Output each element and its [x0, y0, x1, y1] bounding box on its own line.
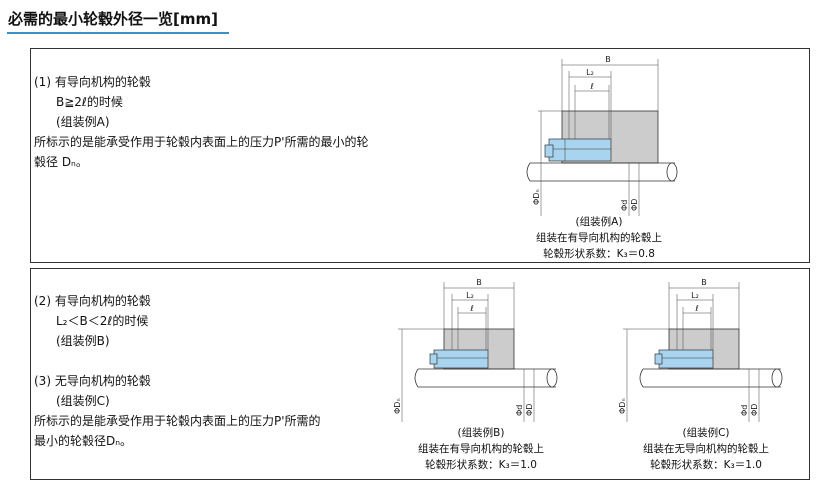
assembly-a-diagram: B L₂ ℓ ΦDₙ Φd ΦD	[526, 55, 678, 216]
b-label: B	[605, 55, 611, 64]
panel-a-heading: (1) 有导向机构的轮毂	[34, 75, 151, 89]
D-label: ΦD	[630, 199, 639, 211]
D-label: ΦD	[750, 404, 759, 416]
caption-a-line3: 轮毂形状系数：K₃＝0.8	[543, 248, 655, 260]
assembly-b-diagram: B L₂ ℓ ΦDₙ Φd ΦD	[393, 278, 558, 422]
shaft-break-left	[414, 368, 419, 388]
caption-b-title: (组装例B)	[457, 427, 505, 439]
panel-bc-heading2: (2) 有导向机构的轮毂	[34, 294, 151, 308]
l-label: ℓ	[589, 82, 593, 91]
caption-b-line2: 组装在有导向机构的轮毂上	[418, 443, 544, 455]
assembly-c-caption: (组装例C) 组装在无导向机构的轮毂上 轮毂形状系数：K₃＝1.0	[621, 425, 791, 473]
panel-assembly-a: (1) 有导向机构的轮毂 B≧2ℓ的时候 (组装例A) 所标示的是能承受作用于轮…	[30, 48, 810, 263]
d-label: Φd	[740, 405, 749, 416]
caption-b-line3: 轮毂形状系数：K₃＝1.0	[425, 459, 537, 471]
l2-label: L₂	[466, 291, 474, 300]
l-label: ℓ	[469, 304, 473, 313]
b-label: B	[701, 278, 707, 287]
panel-bc-condition2: L₂＜B＜2ℓ的时候	[56, 314, 149, 328]
panel-bc-example2: (组装例B)	[56, 334, 110, 348]
d-label: Φd	[620, 200, 629, 211]
title-underline	[7, 32, 229, 34]
l2-label: L₂	[691, 291, 699, 300]
panel-bc-text: (2) 有导向机构的轮毂 L₂＜B＜2ℓ的时候 (组装例B) (3) 无导向机构…	[34, 291, 321, 451]
caption-a-title: (组装例A)	[575, 216, 623, 228]
shaft-break-left	[526, 162, 531, 182]
shaft-end	[546, 368, 558, 388]
panel-bc-example3: (组装例C)	[56, 394, 110, 408]
panel-a-desc-line2: 毂径 Dₙ。	[34, 155, 88, 169]
shaft-break-left	[639, 368, 644, 388]
b-label: B	[476, 278, 482, 287]
l-label: ℓ	[694, 304, 698, 313]
caption-c-title: (组装例C)	[682, 427, 730, 439]
dn-label: ΦDₙ	[393, 398, 402, 414]
shaft-end	[771, 368, 783, 388]
assembly-a-caption: (组装例A) 组装在有导向机构的轮毂上 轮毂形状系数：K₃＝0.8	[509, 214, 689, 262]
caption-a-line2: 组装在有导向机构的轮毂上	[536, 232, 662, 244]
panel-a-condition: B≧2ℓ的时候	[56, 95, 123, 109]
page-title: 必需的最小轮毂外径一览[mm]	[8, 10, 218, 28]
locking-element	[433, 349, 489, 369]
locking-element	[548, 138, 612, 162]
locking-bolt-head	[544, 144, 554, 158]
D-label: ΦD	[525, 404, 534, 416]
spacer	[34, 351, 321, 371]
caption-c-line3: 轮毂形状系数：K₃＝1.0	[650, 459, 762, 471]
shaft-end	[666, 162, 678, 182]
locking-bolt-head	[429, 353, 438, 365]
caption-c-line2: 组装在无导向机构的轮毂上	[643, 443, 769, 455]
assembly-b-caption: (组装例B) 组装在有导向机构的轮毂上 轮毂形状系数：K₃＝1.0	[396, 425, 566, 473]
d-label: Φd	[515, 405, 524, 416]
locking-bolt-head	[654, 353, 663, 365]
locking-element	[658, 349, 714, 369]
panel-bc-heading3: (3) 无导向机构的轮毂	[34, 374, 151, 388]
l2-label: L₂	[586, 68, 594, 77]
panel-a-text: (1) 有导向机构的轮毂 B≧2ℓ的时候 (组装例A) 所标示的是能承受作用于轮…	[34, 72, 369, 172]
panel-a-desc-line1: 所标示的是能承受作用于轮毂内表面上的压力P'所需的最小的轮	[34, 135, 369, 149]
panel-assembly-bc: (2) 有导向机构的轮毂 L₂＜B＜2ℓ的时候 (组装例B) (3) 无导向机构…	[30, 268, 810, 480]
panel-bc-desc-line2: 最小的轮毂径Dₙ。	[34, 434, 133, 448]
panel-bc-desc-line1: 所标示的是能承受作用于轮毂内表面上的压力P'所需的	[34, 414, 321, 428]
assembly-c-diagram: B L₂ ℓ ΦDₙ Φd ΦD	[618, 278, 783, 422]
dn-label: ΦDₙ	[618, 398, 627, 414]
panel-a-example: (组装例A)	[56, 115, 110, 129]
dn-label: ΦDₙ	[532, 189, 541, 205]
